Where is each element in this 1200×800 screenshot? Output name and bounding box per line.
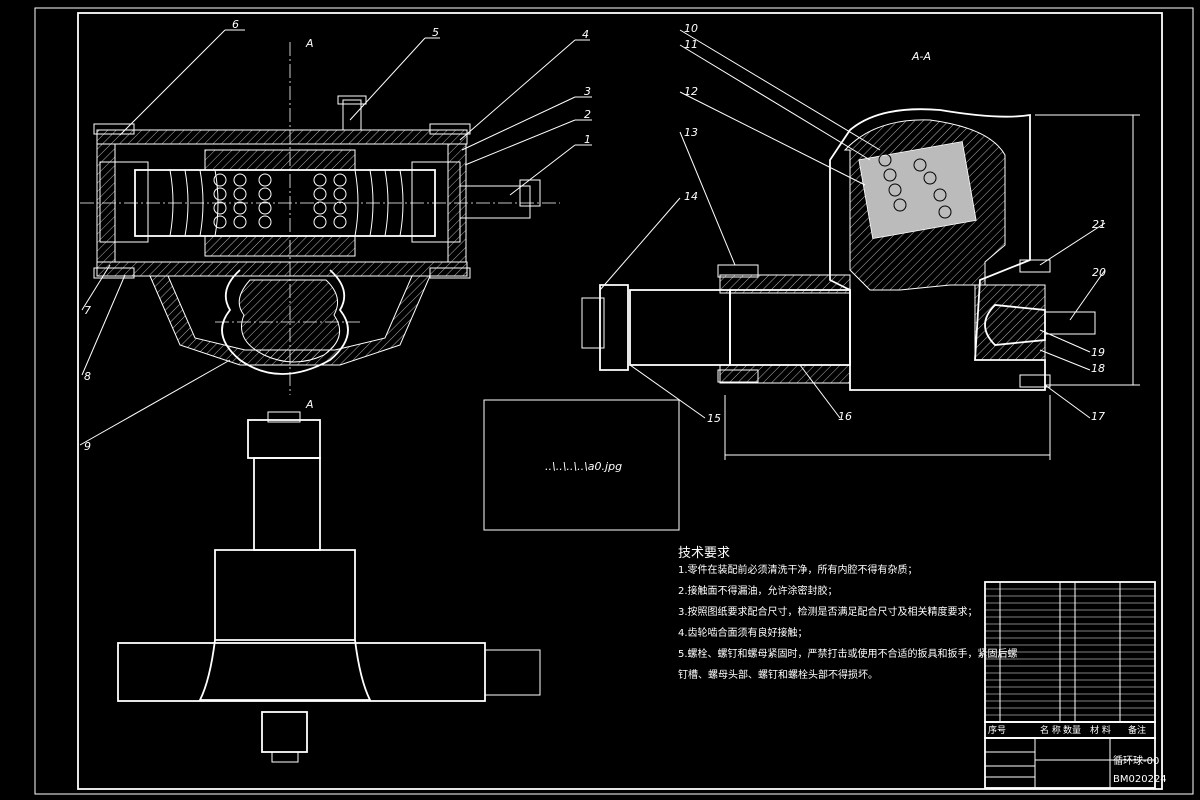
image-placeholder-box (483, 399, 680, 531)
callout-12: 12 (684, 85, 698, 98)
callout-17: 17 (1091, 410, 1105, 423)
col-note-header: 备注 (1128, 724, 1146, 736)
section-mark-top: A (305, 37, 314, 50)
section-aa-label: A-A (911, 50, 931, 63)
callout-21: 21 (1092, 218, 1106, 231)
main-section-view (80, 42, 560, 395)
callout-10: 10 (684, 22, 698, 35)
outer-frame (34, 7, 1194, 795)
drawing-title: 循环球-00 (1113, 754, 1159, 767)
note-item: 1.零件在装配前必须清洗干净，所有内腔不得有杂质； (678, 565, 918, 576)
drawing-code: BM020224 (1113, 774, 1167, 785)
callout-6: 6 (232, 18, 239, 31)
note-item: 5.螺栓、螺钉和螺母紧固时，严禁打击或使用不合适的扳具和扳手，紧固后螺 (678, 649, 1018, 660)
callout-16: 16 (838, 410, 852, 423)
callout-14: 14 (684, 190, 698, 203)
col-name-header: 名 称 (1040, 724, 1061, 736)
section-aa-view: A-A (581, 50, 1140, 460)
callout-7: 7 (84, 304, 91, 317)
note-item: 3.按照图纸要求配合尺寸，检测是否满足配合尺寸及相关精度要求； (678, 607, 978, 618)
callout-19: 19 (1091, 346, 1105, 359)
col-no-header: 序号 (988, 724, 1006, 736)
callout-18: 18 (1091, 362, 1105, 375)
callout-9: 9 (84, 440, 91, 453)
image-placeholder-text: ..\..\..\..\a0.jpg (545, 460, 622, 473)
col-qty-header: 数量 (1063, 724, 1081, 736)
callout-leaders (79, 29, 1106, 446)
col-material-header: 材 料 (1090, 724, 1111, 736)
callout-5: 5 (432, 26, 439, 39)
note-item: 2.接触面不得漏油，允许涂密封胶； (678, 586, 838, 597)
callout-2: 2 (584, 108, 591, 121)
parts-list-table: 序号 名 称 数量 材 料 备注 (984, 581, 1156, 739)
callout-11: 11 (684, 38, 698, 51)
inner-frame (77, 12, 1163, 790)
callout-8: 8 (84, 370, 91, 383)
front-view (117, 411, 541, 763)
callout-20: 20 (1092, 266, 1106, 279)
title-block: 循环球-00 BM020224 (984, 737, 1167, 789)
section-mark-bottom: A (305, 398, 314, 411)
note-item: 4.齿轮啮合面须有良好接触； (678, 628, 808, 639)
note-item: 钉槽、螺母头部、螺钉和螺栓头部不得损坏。 (678, 670, 878, 681)
notes-title: 技术要求 (678, 546, 731, 561)
callout-13: 13 (684, 126, 698, 139)
callout-1: 1 (584, 133, 591, 146)
callout-3: 3 (584, 85, 591, 98)
callout-4: 4 (582, 28, 589, 41)
callout-numbers: 6 5 4 3 2 1 7 8 9 10 11 12 13 14 15 16 1… (84, 18, 1106, 453)
notes-list: 1.零件在装配前必须清洗干净，所有内腔不得有杂质； 2.接触面不得漏油，允许涂密… (678, 560, 1018, 686)
callout-15: 15 (707, 412, 721, 425)
